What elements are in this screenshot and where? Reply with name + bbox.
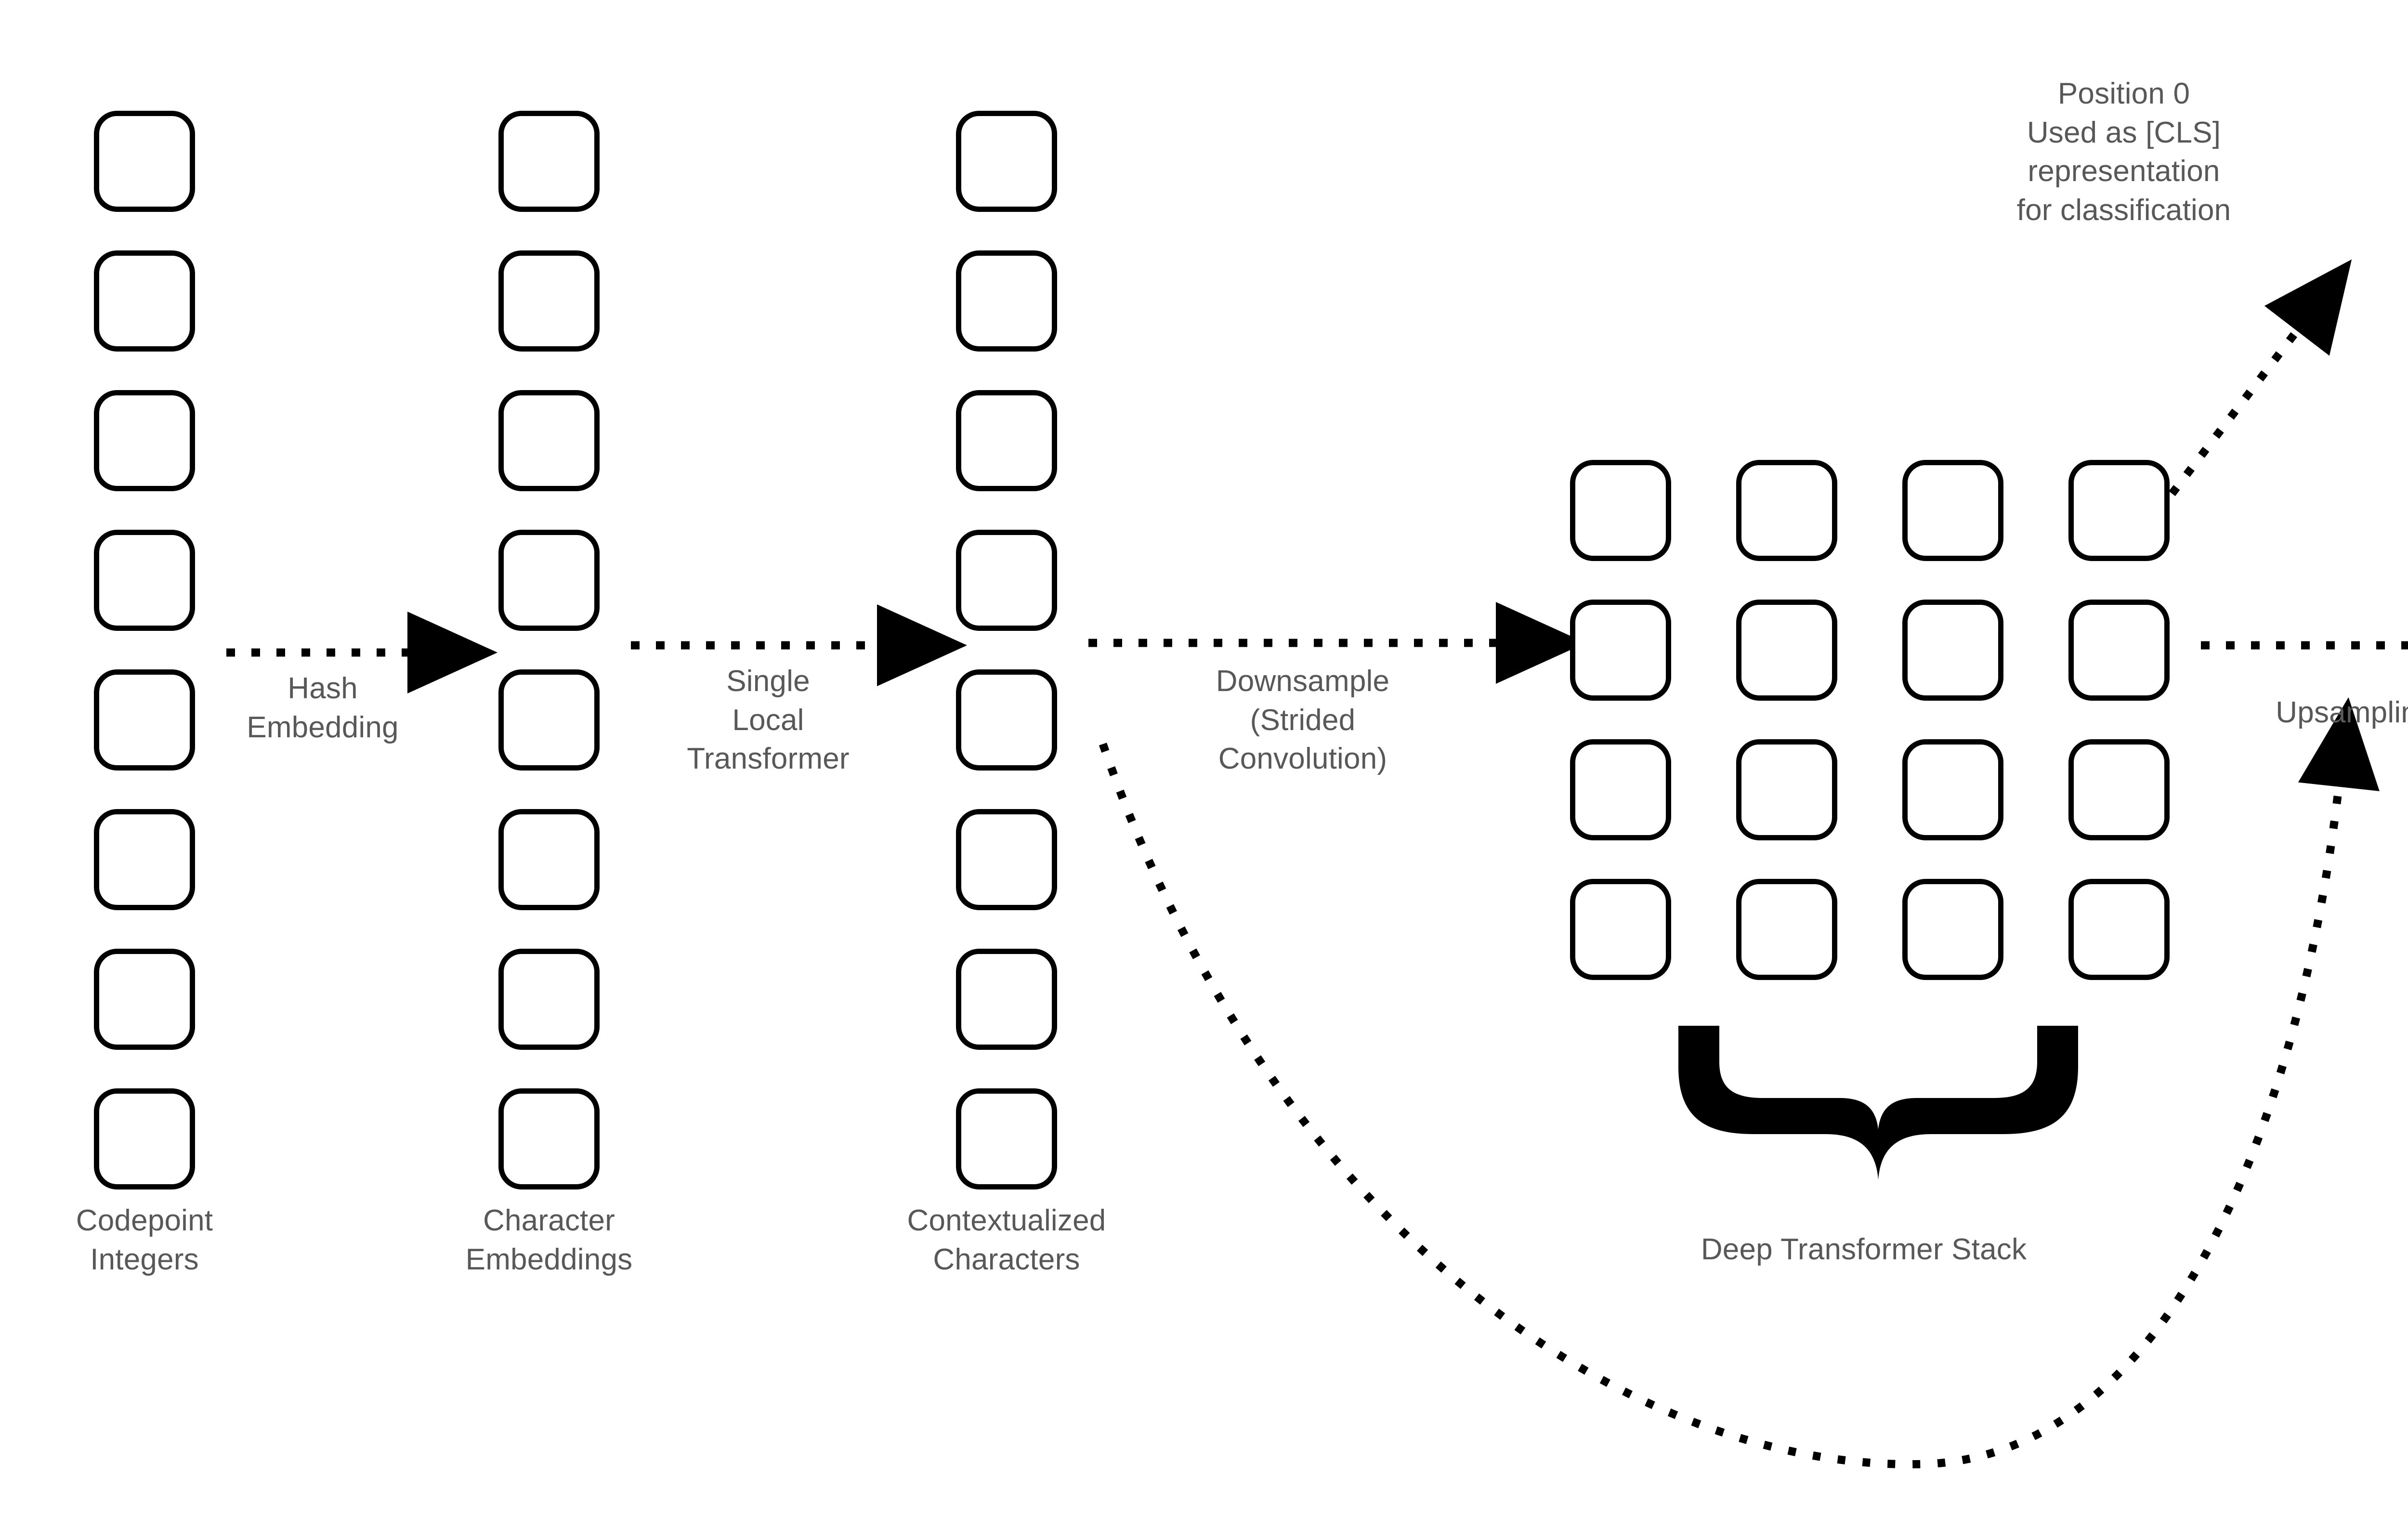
cell-stack-r2c0	[1570, 739, 1671, 840]
cell-charemb-5	[498, 809, 600, 910]
label-deep-transformer-stack: Deep Transformer Stack	[1701, 1233, 2027, 1266]
cell-stack-r3c1	[1736, 879, 1837, 980]
annotation-cls-note: Position 0 Used as [CLS] representation …	[2016, 77, 2231, 227]
cell-charemb-3	[498, 530, 600, 631]
cell-charemb-6	[498, 949, 600, 1050]
cell-codepoint-0	[94, 111, 195, 212]
cell-stack-r1c1	[1736, 600, 1837, 701]
cell-ctx-0	[956, 111, 1057, 212]
label-hash-embedding: Hash Embedding	[247, 672, 399, 744]
cell-codepoint-5	[94, 809, 195, 910]
cell-stack-r2c2	[1902, 739, 2003, 840]
curly-brace	[1678, 1026, 2078, 1180]
label-contextualized-characters: Contextualized Characters	[907, 1204, 1106, 1276]
cell-ctx-3	[956, 530, 1057, 631]
cell-codepoint-1	[94, 250, 195, 352]
cell-stack-r0c3	[2068, 460, 2170, 561]
cell-stack-r1c0	[1570, 600, 1671, 701]
label-downsample-strided-convolution: Downsample (Strided Convolution)	[1216, 665, 1390, 776]
arrow-cls-pointer	[2169, 259, 2352, 497]
label-character-embeddings: Character Embeddings	[465, 1204, 633, 1276]
cell-stack-r3c3	[2068, 879, 2170, 980]
arrow-residual-skip-connection	[1099, 697, 2380, 1469]
cell-stack-r2c1	[1736, 739, 1837, 840]
label-upsampling: Upsampling	[2276, 696, 2408, 729]
cell-stack-r3c2	[1902, 879, 2003, 980]
cell-stack-r1c2	[1902, 600, 2003, 701]
cell-stack-r0c0	[1570, 460, 1671, 561]
cell-ctx-7	[956, 1088, 1057, 1189]
label-concatenated-representations: Concatenated Representations	[2374, 1218, 2408, 1296]
cell-stack-r3c0	[1570, 879, 1671, 980]
cell-stack-r0c1	[1736, 460, 1837, 561]
cell-charemb-7	[498, 1088, 600, 1189]
cell-codepoint-2	[94, 390, 195, 491]
cell-charemb-0	[498, 111, 600, 212]
cell-ctx-4	[956, 669, 1057, 771]
cell-stack-r0c2	[1902, 460, 2003, 561]
label-codepoint-integers: Codepoint Integers	[76, 1204, 213, 1276]
cell-ctx-5	[956, 809, 1057, 910]
cell-ctx-2	[956, 390, 1057, 491]
cell-ctx-1	[956, 250, 1057, 352]
cell-ctx-6	[956, 949, 1057, 1050]
cell-codepoint-4	[94, 669, 195, 771]
label-single-local-transformer: Single Local Transformer	[687, 665, 850, 776]
cell-charemb-1	[498, 250, 600, 352]
cell-stack-r1c3	[2068, 600, 2170, 701]
cell-charemb-4	[498, 669, 600, 771]
cell-codepoint-7	[94, 1088, 195, 1189]
cell-stack-r2c3	[2068, 739, 2170, 840]
cell-codepoint-6	[94, 949, 195, 1050]
cell-charemb-2	[498, 390, 600, 491]
cell-codepoint-3	[94, 530, 195, 631]
